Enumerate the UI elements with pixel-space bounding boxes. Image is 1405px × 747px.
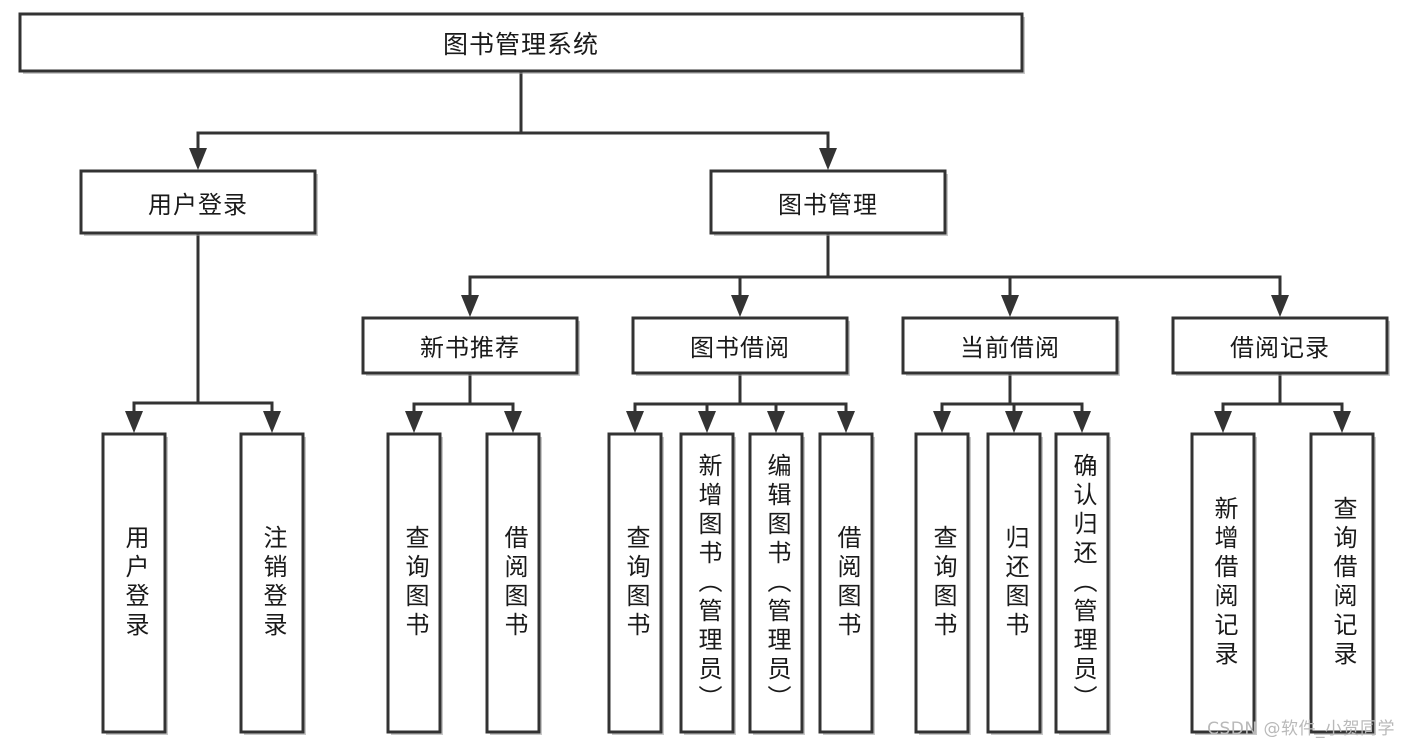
arrow-head-icon — [263, 411, 281, 433]
connector-group-borrow-record — [1214, 371, 1351, 433]
connectors-layer — [125, 69, 1351, 433]
node-box-book-manage[interactable] — [709, 169, 947, 235]
arrow-head-icon — [125, 411, 143, 433]
arrow-head-icon — [626, 411, 644, 433]
arrow-head-icon — [837, 411, 855, 433]
connector-group-book-manage — [461, 231, 1289, 317]
node-box-borrow-record[interactable] — [1171, 316, 1389, 375]
node-box-leaf-borrow-book-2[interactable] — [818, 432, 874, 734]
arrow-head-icon — [461, 295, 479, 317]
node-box-leaf-query-book-3[interactable] — [914, 432, 970, 734]
node-box-user-login[interactable] — [79, 169, 317, 235]
node-box-leaf-add-book[interactable] — [679, 432, 735, 734]
connector-group-new-book-rec — [405, 371, 522, 433]
node-box-book-borrow[interactable] — [631, 316, 849, 375]
node-box-current-borrow[interactable] — [901, 316, 1119, 375]
node-box-leaf-query-book-1[interactable] — [386, 432, 442, 734]
arrow-head-icon — [1073, 411, 1091, 433]
connector-group-root — [189, 69, 837, 170]
arrow-head-icon — [1214, 411, 1232, 433]
node-box-leaf-return-book[interactable] — [986, 432, 1042, 734]
arrow-head-icon — [819, 148, 837, 170]
arrow-head-icon — [189, 148, 207, 170]
node-box-root[interactable] — [18, 12, 1024, 73]
node-box-leaf-user-login[interactable] — [101, 432, 167, 734]
arrow-head-icon — [1333, 411, 1351, 433]
node-box-leaf-add-record[interactable] — [1190, 432, 1256, 734]
connector-group-user-login — [125, 231, 281, 433]
arrow-head-icon — [731, 295, 749, 317]
arrow-head-icon — [1001, 295, 1019, 317]
arrow-head-icon — [767, 411, 785, 433]
watermark-text: CSDN @软件_小贺同学 — [1207, 719, 1395, 739]
node-box-leaf-confirm-return[interactable] — [1054, 432, 1110, 734]
node-box-leaf-query-book-2[interactable] — [607, 432, 663, 734]
node-box-leaf-edit-book[interactable] — [748, 432, 804, 734]
node-box-new-book-rec[interactable] — [361, 316, 579, 375]
arrow-head-icon — [1005, 411, 1023, 433]
arrow-head-icon — [1271, 295, 1289, 317]
arrow-head-icon — [698, 411, 716, 433]
node-box-leaf-user-logout[interactable] — [239, 432, 305, 734]
arrow-head-icon — [405, 411, 423, 433]
node-box-leaf-borrow-book-1[interactable] — [485, 432, 541, 734]
node-box-leaf-query-record[interactable] — [1309, 432, 1375, 734]
node-boxes-layer — [18, 12, 1390, 735]
arrow-head-icon — [504, 411, 522, 433]
arrow-head-icon — [933, 411, 951, 433]
connector-group-book-borrow — [626, 371, 855, 433]
connector-group-current-borrow — [933, 371, 1091, 433]
